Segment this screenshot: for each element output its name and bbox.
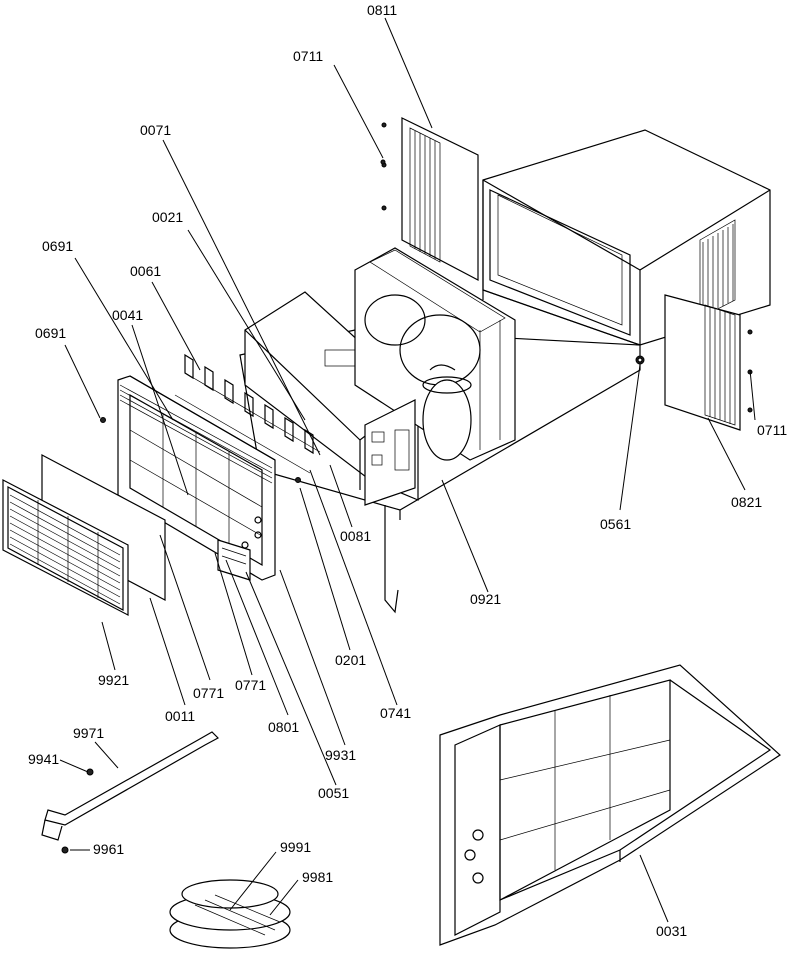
- label-0081: 0081: [340, 528, 371, 544]
- label-0041: 0041: [112, 307, 143, 323]
- label-0921: 0921: [470, 591, 501, 607]
- control-panel-bracket: [364, 399, 416, 614]
- base-tray: [439, 664, 781, 946]
- compressor-assembly: [354, 247, 516, 461]
- power-cord-coil: [169, 879, 291, 949]
- label-0021: 0021: [152, 209, 183, 225]
- label-0691-b: 0691: [35, 325, 66, 341]
- label-0691-a: 0691: [42, 238, 73, 254]
- label-9921: 9921: [98, 672, 129, 688]
- label-9971: 9971: [73, 725, 104, 741]
- mounting-clips: [174, 353, 321, 474]
- label-9981: 9981: [302, 869, 333, 885]
- screws: [100, 159, 645, 483]
- right-curtain-panel: [664, 294, 753, 431]
- label-0711-top: 0711: [293, 48, 323, 64]
- label-0771-a: 0771: [193, 685, 224, 701]
- control-board: [217, 539, 251, 581]
- label-0011: 0011: [165, 708, 195, 724]
- label-0051: 0051: [318, 785, 349, 801]
- cabinet-side-grille: [699, 219, 736, 319]
- leader-lines: [59, 17, 756, 923]
- label-0811: 0811: [367, 2, 397, 18]
- support-bracket: [41, 731, 219, 854]
- front-frame-louvers: [119, 384, 273, 484]
- label-0801: 0801: [268, 719, 299, 735]
- front-grille-louvers: [9, 494, 121, 605]
- label-0771-b: 0771: [235, 677, 266, 693]
- top-curtain-panel: [381, 117, 479, 281]
- label-9991: 9991: [280, 839, 311, 855]
- front-grille: [2, 479, 129, 616]
- label-0741: 0741: [380, 705, 411, 721]
- part-labels: 0811 0711 0071 0021 0691 0061 0041 0691 …: [28, 2, 787, 939]
- label-0821: 0821: [731, 494, 762, 510]
- label-9941: 9941: [28, 751, 59, 767]
- label-0711-right: 0711: [757, 422, 787, 438]
- label-9961: 9961: [93, 841, 124, 857]
- cabinet-housing: [482, 129, 771, 346]
- label-0201: 0201: [335, 652, 366, 668]
- label-0031: 0031: [656, 923, 687, 939]
- label-0561: 0561: [600, 516, 631, 532]
- label-0071: 0071: [140, 122, 171, 138]
- front-frame-grid: [129, 414, 263, 545]
- label-0061: 0061: [130, 263, 161, 279]
- label-9931: 9931: [325, 747, 356, 763]
